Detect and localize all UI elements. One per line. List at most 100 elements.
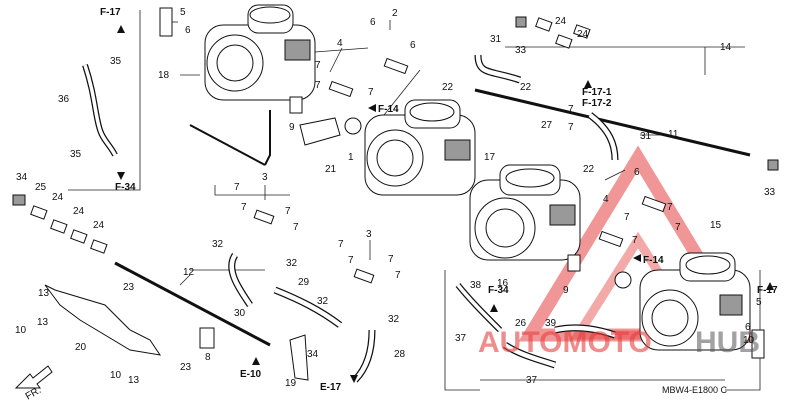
callout-label: 4: [603, 194, 609, 205]
callout-label: 25: [35, 182, 47, 193]
ref-label-f34: F-34: [115, 182, 136, 193]
callout-label: 13: [37, 317, 49, 328]
callout-label: 9: [289, 122, 295, 133]
callout-label: 34: [307, 349, 319, 360]
ref-label-f34: F-34: [488, 285, 509, 296]
callout-label: 22: [583, 164, 595, 175]
callout-label: 6: [634, 167, 640, 178]
callout-label: 4: [337, 38, 343, 49]
callout-label: 32: [317, 296, 329, 307]
callout-label: 9: [563, 285, 569, 296]
callout-label: 7: [348, 255, 354, 266]
callout-label: 13: [38, 288, 50, 299]
ref-label-f14: F-14: [643, 255, 664, 266]
watermark-text-2: HUB: [695, 326, 760, 359]
callout-label: 32: [388, 314, 400, 325]
callout-label: 2: [392, 8, 398, 19]
callout-label: 18: [158, 70, 170, 81]
callout-label: 7: [293, 222, 299, 233]
callout-label: 24: [93, 220, 105, 231]
callout-label: 12: [183, 267, 195, 278]
hoses: [82, 54, 619, 383]
callout-label: 33: [764, 187, 776, 198]
callout-label: 3: [262, 172, 268, 183]
callout-label: 7: [315, 80, 321, 91]
ref-label-f14: F-14: [378, 104, 399, 115]
callout-label: 7: [285, 206, 291, 217]
callout-label: 7: [338, 239, 344, 250]
callout-label: 16: [497, 278, 509, 289]
callout-label: 29: [298, 277, 310, 288]
callout-label: 22: [520, 82, 532, 93]
callout-label: 37: [455, 333, 467, 344]
callout-label: 7: [667, 202, 673, 213]
callout-label: 7: [568, 122, 574, 133]
callout-labels: 1 2 3 3 4 4 5 5 6 6 6 6 6 7 7 7 7 7 7 7 …: [15, 7, 776, 389]
callout-label: 15: [710, 220, 722, 231]
shafts: [114, 88, 751, 347]
callout-label: 7: [632, 235, 638, 246]
small-parts: [12, 7, 779, 381]
callout-label: 7: [395, 270, 401, 281]
ref-label-f17: F-17: [100, 7, 121, 18]
callout-label: 22: [442, 82, 454, 93]
reference-labels: F-17 F-34 F-17-1 F-17-2 F-14 F-14 F-34 F…: [100, 7, 778, 393]
callout-label: 11: [668, 129, 679, 140]
watermark-text-1: AUTOMOTO: [478, 326, 652, 359]
ref-label-f17: F-17: [757, 285, 778, 296]
ref-label-f17-1: F-17-1: [582, 87, 612, 98]
callout-label: 10: [15, 325, 27, 336]
callout-label: 24: [52, 192, 64, 203]
callout-label: 30: [234, 308, 246, 319]
ref-label-e17: E-17: [320, 382, 342, 393]
callout-label: 1: [348, 152, 354, 163]
callout-label: 27: [541, 120, 553, 131]
front-direction-arrow: [14, 365, 53, 389]
carburetor-2: [364, 99, 476, 196]
callout-label: 24: [555, 16, 567, 27]
callout-label: 6: [370, 17, 376, 28]
callout-label: 21: [325, 164, 337, 175]
callout-label: 32: [286, 258, 298, 269]
callout-label: 34: [16, 172, 28, 183]
callout-label: 31: [490, 34, 502, 45]
callout-label: 26: [515, 318, 527, 329]
carburetor-4: [639, 252, 751, 351]
callout-label: 24: [577, 29, 589, 40]
callout-label: 38: [470, 280, 482, 291]
callout-label: 7: [315, 60, 321, 71]
ref-label-f17-2: F-17-2: [582, 98, 612, 109]
callout-label: 7: [388, 254, 394, 265]
callout-label: 10: [110, 370, 122, 381]
callout-label: 36: [58, 94, 70, 105]
callout-label: 35: [70, 149, 82, 160]
callout-label: 7: [241, 202, 247, 213]
callout-label: 7: [234, 182, 240, 193]
callout-label: 23: [180, 362, 192, 373]
callout-label: 6: [410, 40, 416, 51]
callout-label: 7: [368, 87, 374, 98]
callout-label: 24: [73, 206, 85, 217]
carburetor-3: [469, 164, 581, 261]
callout-label: 37: [526, 375, 538, 386]
callout-label: 3: [366, 229, 372, 240]
callout-label: 13: [128, 375, 140, 386]
callout-label: 14: [720, 42, 732, 53]
callout-label: 6: [745, 322, 751, 333]
callout-label: 7: [675, 222, 681, 233]
callout-label: 10: [743, 335, 755, 346]
callout-label: 19: [285, 378, 297, 389]
callout-label: 17: [484, 152, 496, 163]
callout-label: 31: [640, 131, 652, 142]
reference-arrows: [117, 25, 774, 383]
ref-label-e10: E-10: [240, 369, 262, 380]
leader-lines: [68, 10, 761, 391]
callout-label: 5: [180, 7, 186, 18]
callout-label: 35: [110, 56, 122, 67]
callout-label: 33: [515, 45, 527, 56]
callout-label: 7: [568, 104, 574, 115]
callout-label: 7: [624, 212, 630, 223]
carburetor-1: [204, 4, 316, 101]
diagram-code: MBW4-E1800 C: [662, 385, 728, 395]
